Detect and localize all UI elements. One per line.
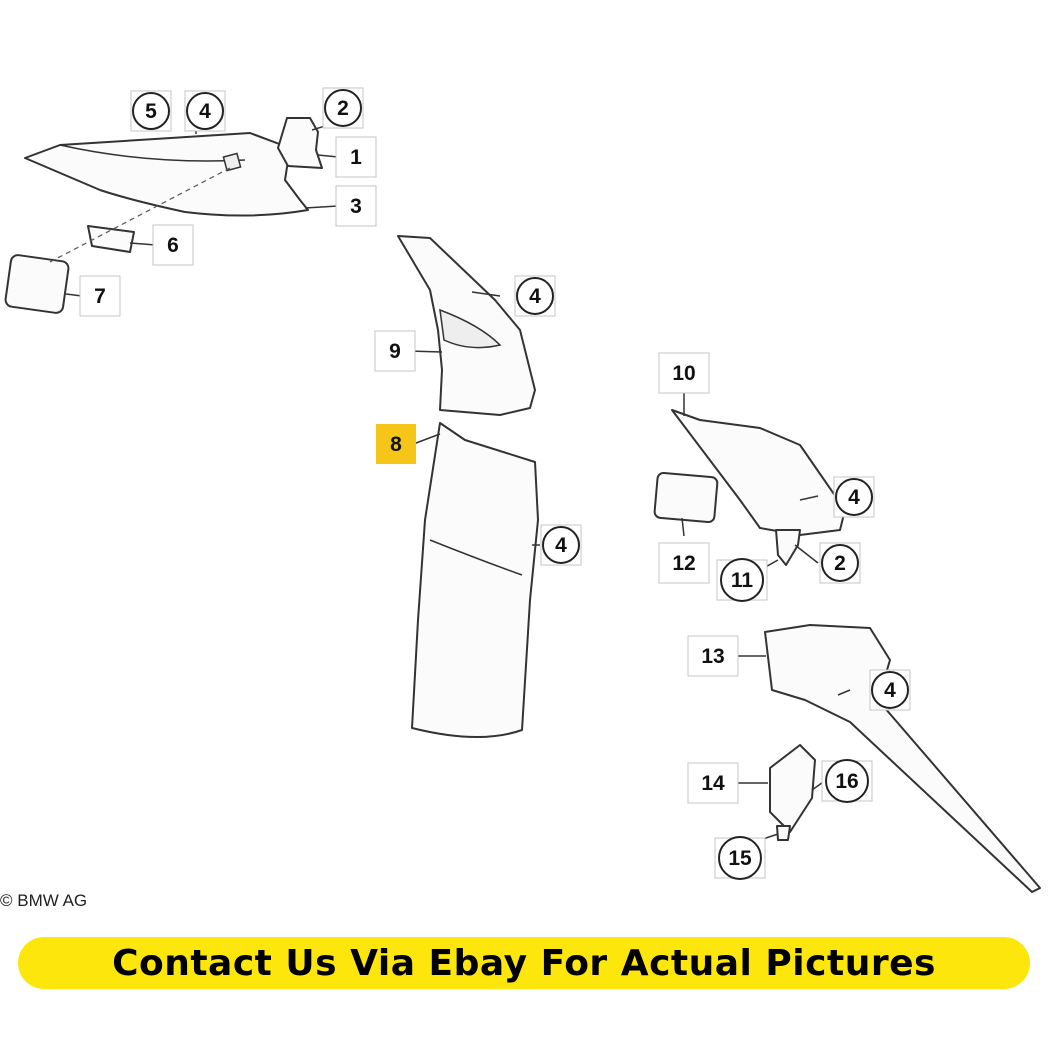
callout-number: 5 — [145, 100, 157, 123]
part-bracket-11 — [775, 529, 801, 566]
callout-box — [335, 136, 377, 178]
part-holder-6 — [87, 225, 135, 253]
callout-box — [79, 275, 121, 317]
callout-number: 8 — [390, 433, 402, 456]
part-bracket-14 — [769, 744, 816, 833]
contact-banner-text: Contact Us Via Ebay For Actual Pictures — [112, 942, 936, 984]
callout-number: 13 — [701, 645, 724, 668]
callout-circle — [718, 836, 762, 880]
callout-circle — [825, 759, 869, 803]
callout-circle — [516, 277, 554, 315]
callout-number: 4 — [199, 100, 211, 123]
callout-c11: 11 — [716, 558, 768, 602]
callout-number: 12 — [672, 552, 695, 575]
part-trim-10 — [671, 409, 846, 536]
callout-c4b: 4 — [514, 275, 556, 317]
callout-box — [658, 542, 710, 584]
callout-c2a: 2 — [322, 87, 364, 129]
callout-circle — [324, 89, 362, 127]
callout-c4d: 4 — [833, 476, 875, 518]
callout-circle — [871, 671, 909, 709]
callout-box — [687, 635, 739, 677]
part-clip-1 — [277, 117, 323, 169]
copyright-notice: © BMW AG — [0, 891, 88, 910]
callout-number: 16 — [835, 770, 858, 793]
callout-number: 2 — [337, 97, 349, 120]
callout-c9: 9 — [374, 330, 416, 372]
callout-circle — [720, 558, 764, 602]
callout-c14: 14 — [687, 762, 739, 804]
callout-number: 11 — [731, 569, 754, 592]
callout-c4c: 4 — [540, 524, 582, 566]
callout-c12: 12 — [658, 542, 710, 584]
callout-box — [376, 424, 416, 464]
callout-box — [687, 762, 739, 804]
part-clip-15 — [776, 825, 791, 841]
callout-number: 15 — [728, 847, 752, 870]
callout-number: 3 — [350, 195, 362, 218]
contact-banner: Contact Us Via Ebay For Actual Pictures — [18, 937, 1030, 989]
callout-box — [152, 224, 194, 266]
callout-circle — [186, 92, 224, 130]
callout-number: 6 — [167, 234, 179, 257]
callout-c8: 8 — [376, 424, 416, 464]
part-lamp-7 — [4, 254, 70, 314]
callout-c13: 13 — [687, 635, 739, 677]
part-handle-recess — [439, 308, 502, 349]
callout-number: 4 — [848, 486, 860, 509]
callout-c2b: 2 — [819, 542, 861, 584]
callout-number: 14 — [701, 772, 725, 795]
callout-number: 4 — [529, 285, 541, 308]
callout-number: 9 — [389, 340, 401, 363]
callout-c15: 15 — [714, 836, 766, 880]
callout-number: 4 — [555, 534, 567, 557]
callout-c7: 7 — [79, 275, 121, 317]
callout-box — [335, 185, 377, 227]
part-c-pillar-13 — [764, 624, 1041, 893]
callout-c5: 5 — [130, 90, 172, 132]
callout-box — [658, 352, 710, 394]
callout-number: 10 — [672, 362, 695, 385]
callout-c4e: 4 — [869, 669, 911, 711]
callout-box — [374, 330, 416, 372]
part-lamp-12 — [653, 471, 719, 524]
callout-c3: 3 — [335, 185, 377, 227]
callout-number: 7 — [94, 285, 106, 308]
callout-circle — [132, 92, 170, 130]
callout-circle — [835, 478, 873, 516]
callout-c4a: 4 — [184, 90, 226, 132]
callout-number: 4 — [884, 679, 896, 702]
callout-c10: 10 — [658, 352, 710, 394]
callout-c1: 1 — [335, 136, 377, 178]
callout-number: 2 — [834, 552, 846, 575]
callout-c16: 16 — [821, 759, 873, 803]
callout-c6: 6 — [152, 224, 194, 266]
callout-circle — [542, 526, 580, 564]
part-rear-pillar-trim — [24, 132, 309, 217]
callout-number: 1 — [350, 146, 362, 169]
callout-circle — [821, 544, 859, 582]
part-b-pillar-8 — [411, 422, 539, 739]
